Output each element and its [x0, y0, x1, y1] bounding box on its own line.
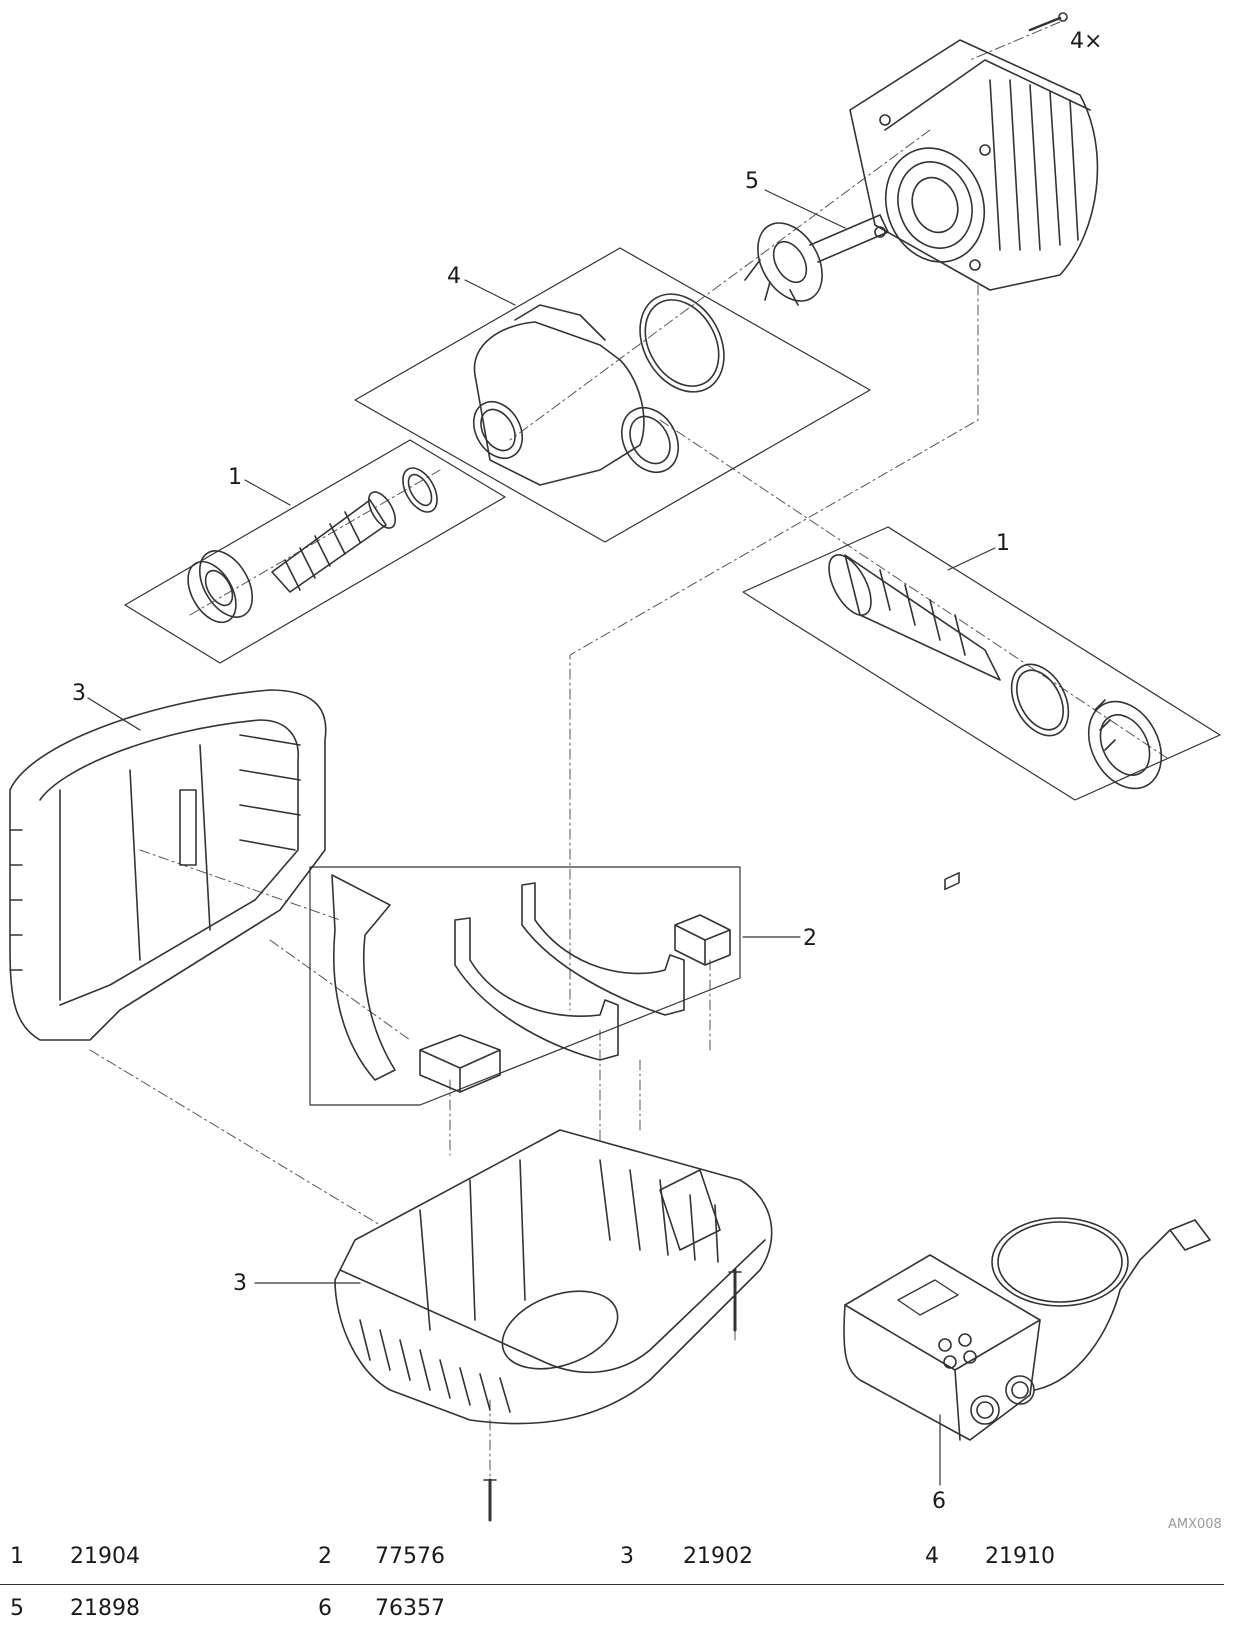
screw-icon — [1028, 12, 1068, 32]
part-position: 1 — [10, 1544, 24, 1569]
part-position: 5 — [10, 1596, 24, 1621]
assembly-axes — [89, 21, 1171, 1481]
insert-set — [309, 866, 741, 1106]
part-number: 77576 — [375, 1544, 445, 1569]
callout-1-left: 1 — [228, 465, 242, 490]
callout-1-right: 1 — [996, 531, 1010, 556]
hose-adapter-kit-left — [124, 439, 506, 664]
parts-table-row: 1 21904 2 77576 3 21902 4 21910 — [0, 1536, 1242, 1576]
callout-3-top: 3 — [72, 681, 86, 706]
part-number: 76357 — [375, 1596, 445, 1621]
part-position: 4 — [925, 1544, 939, 1569]
part-number: 21902 — [683, 1544, 753, 1569]
callout-leaders — [87, 189, 996, 1486]
part-number: 21898 — [70, 1596, 140, 1621]
part-position: 3 — [620, 1544, 634, 1569]
screw-icon — [728, 1268, 742, 1332]
callout-5: 5 — [745, 169, 759, 194]
callout-2: 2 — [803, 926, 817, 951]
table-divider — [0, 1584, 1224, 1585]
callout-3-bottom: 3 — [233, 1271, 247, 1296]
exploded-parts-diagram: 4× 5 4 1 1 3 2 3 6 AMX008 — [9, 12, 1222, 1530]
part-number: 21910 — [985, 1544, 1055, 1569]
callout-screws-qty: 4× — [1070, 29, 1102, 54]
callout-6: 6 — [932, 1489, 946, 1514]
hose-adapter-kit-right — [742, 526, 1221, 801]
screw-icon — [483, 1478, 497, 1522]
parts-table: 1 21904 2 77576 3 21902 4 21910 5 21898 … — [0, 1530, 1242, 1635]
parts-table-row: 5 21898 6 76357 — [0, 1588, 1242, 1628]
impeller-rotor — [744, 214, 889, 306]
motor-unit — [849, 39, 1099, 291]
pump-housing — [354, 247, 871, 543]
part-position: 6 — [318, 1596, 332, 1621]
controller-unit — [843, 871, 1211, 1441]
callout-4: 4 — [447, 264, 461, 289]
housing-cover-top — [9, 689, 327, 1041]
part-number: 21904 — [70, 1544, 140, 1569]
housing-base — [334, 1129, 773, 1425]
drawing-code: AMX008 — [1168, 1517, 1222, 1530]
part-position: 2 — [318, 1544, 332, 1569]
